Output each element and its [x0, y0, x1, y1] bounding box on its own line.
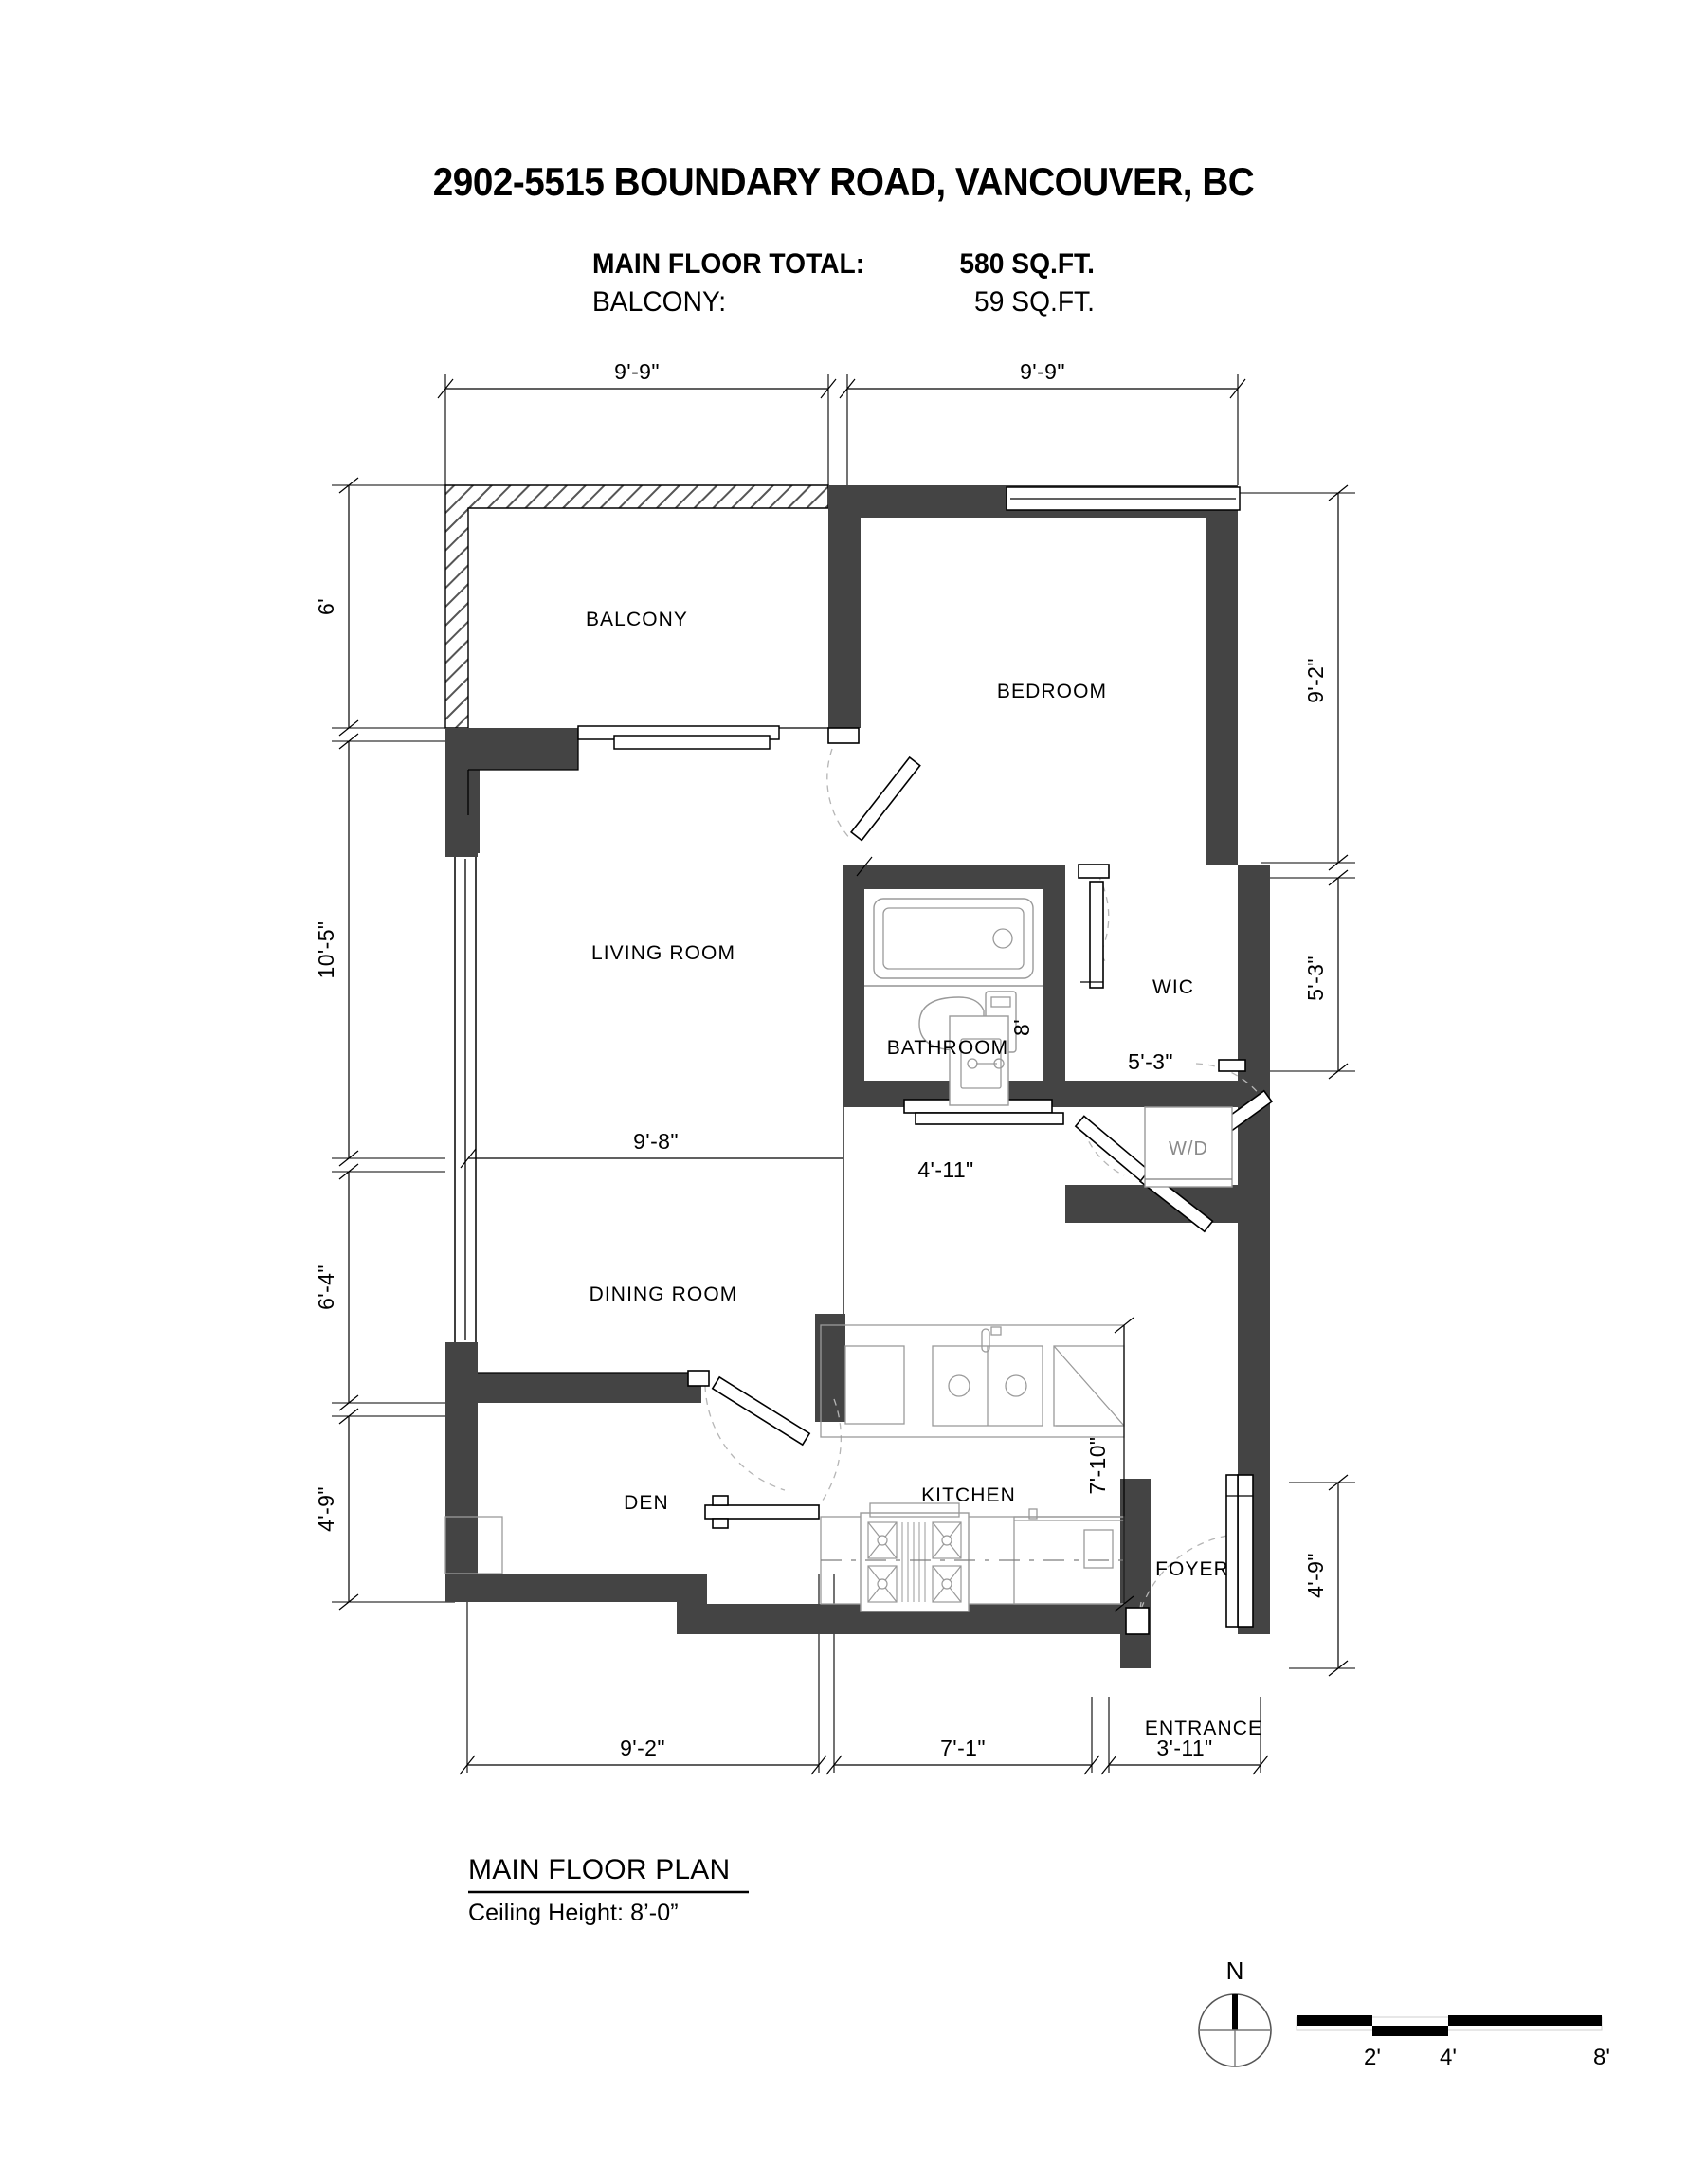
- dim-right-2: 5'-3": [1303, 956, 1328, 1001]
- dim-right-3: 4'-9": [1303, 1553, 1328, 1598]
- bedroom-window: [1006, 486, 1241, 511]
- dim-bottom-2: 7'-1": [940, 1736, 986, 1760]
- dim-bottom-3: 3'-11": [1156, 1736, 1212, 1760]
- dim-wic-width: 5'-3": [1128, 1049, 1173, 1074]
- kitchen-fixtures: [820, 1324, 1125, 1612]
- bathroom-door[interactable]: [903, 1099, 1152, 1184]
- dim-bathroom-height: 8': [1009, 1019, 1034, 1036]
- entrance-door[interactable]: [1125, 1474, 1254, 1637]
- dim-left-1: 6': [314, 598, 338, 615]
- room-label-living-room: LIVING ROOM: [591, 942, 735, 964]
- scale-bar: 2' 4' 8': [1296, 2015, 1610, 2070]
- room-label-dining-room: DINING ROOM: [590, 1283, 738, 1305]
- scale-tick-2ft: 2': [1364, 2045, 1381, 2070]
- room-outlines: [467, 727, 844, 1374]
- internal-dimensions: 9'-8" 4'-11" 8' 5'-3" 7'-10": [460, 856, 1173, 1612]
- balcony-railing: [444, 484, 829, 729]
- living-room-window: [445, 815, 478, 1380]
- north-label: N: [1226, 1956, 1244, 1985]
- room-label-entrance: ENTRANCE: [1145, 1718, 1262, 1739]
- washer-dryer-label: W/D: [1169, 1138, 1208, 1159]
- balcony-sliding-door: [577, 725, 780, 750]
- den-door[interactable]: [687, 1370, 843, 1529]
- room-label-den: DEN: [624, 1492, 669, 1514]
- dim-top-left: 9'-9": [614, 359, 660, 384]
- room-label-bedroom: BEDROOM: [997, 681, 1107, 702]
- room-label-kitchen: KITCHEN: [921, 1484, 1016, 1506]
- room-label-balcony: BALCONY: [586, 609, 688, 630]
- right-dimension-string: 9'-2" 5'-3" 4'-9": [1238, 484, 1355, 1677]
- page-title: 2902-5515 BOUNDARY ROAD, VANCOUVER, BC: [432, 159, 1255, 204]
- room-label-bathroom: BATHROOM: [887, 1037, 1009, 1059]
- dim-left-3: 6'-4": [314, 1265, 338, 1310]
- plan-title: MAIN FLOOR PLAN: [468, 1854, 730, 1885]
- dim-living-width: 9'-8": [633, 1129, 679, 1154]
- top-dimension-string: 9'-9" 9'-9": [437, 359, 1246, 485]
- wic-door[interactable]: [1078, 864, 1110, 989]
- plan-footer: MAIN FLOOR PLAN Ceiling Height: 8’-0”: [468, 1854, 749, 1926]
- balcony-area-label: BALCONY:: [592, 286, 727, 318]
- dim-bathroom-width: 4'-11": [917, 1157, 973, 1182]
- walls: [445, 485, 1270, 1668]
- dim-kitchen-height: 7'-10": [1085, 1437, 1110, 1495]
- dim-left-2: 10'-5": [314, 921, 338, 979]
- room-label-foyer: FOYER: [1155, 1558, 1229, 1580]
- area-summary: MAIN FLOOR TOTAL: 580 SQ.FT. BALCONY: 59…: [0, 248, 1687, 318]
- balcony-area-value: 59 SQ.FT.: [974, 286, 1095, 318]
- main-floor-total-label: MAIN FLOOR TOTAL:: [592, 248, 865, 280]
- left-dimension-string: 6' 10'-5" 6'-4" 4'-9": [314, 477, 455, 1611]
- bedroom-door[interactable]: [826, 727, 921, 842]
- scale-tick-8ft: 8': [1593, 2045, 1610, 2070]
- north-arrow: N: [1198, 1956, 1272, 2067]
- bathroom-fixtures: [864, 898, 1043, 1106]
- washer-dryer: W/D: [1144, 1106, 1233, 1188]
- main-floor-total-value: 580 SQ.FT.: [959, 248, 1095, 280]
- room-label-wic: WIC: [1152, 976, 1194, 998]
- scale-tick-4ft: 4': [1440, 2045, 1457, 2070]
- dim-bottom-1: 9'-2": [620, 1736, 665, 1760]
- dim-top-right: 9'-9": [1020, 359, 1065, 384]
- dim-left-4: 4'-9": [314, 1486, 338, 1532]
- dim-right-1: 9'-2": [1303, 658, 1328, 703]
- den-counter: [444, 1516, 503, 1574]
- ceiling-height-label: Ceiling Height: 8’-0”: [468, 1900, 679, 1926]
